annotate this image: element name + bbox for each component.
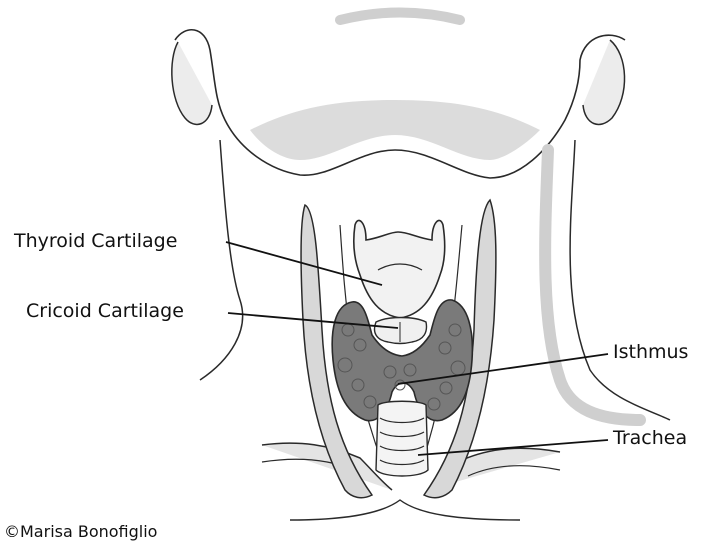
thyroid-cartilage-shape: [354, 220, 445, 318]
head-jaw: [175, 13, 625, 179]
isthmus-label: Isthmus: [613, 343, 688, 362]
trachea-shape: [376, 401, 428, 476]
cricoid-cartilage-shape: [375, 318, 427, 344]
copyright-credit: ©Marisa Bonofiglio: [4, 524, 157, 540]
thyroid-cartilage-label: Thyroid Cartilage: [14, 232, 177, 251]
trachea-label: Trachea: [613, 429, 687, 448]
cricoid-cartilage-label: Cricoid Cartilage: [26, 302, 184, 321]
